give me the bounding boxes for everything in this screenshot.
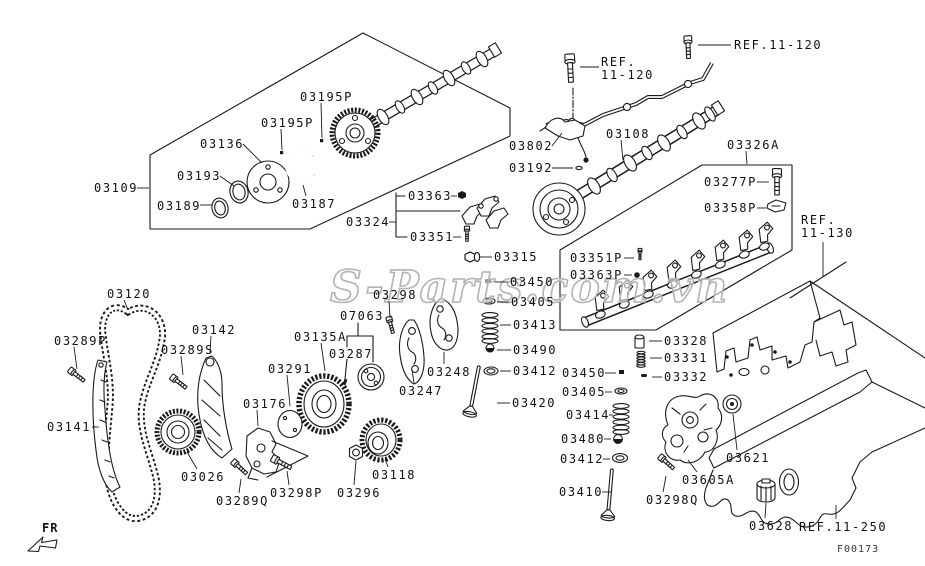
leader-line xyxy=(746,151,747,164)
leader-line xyxy=(321,103,322,138)
leader-line xyxy=(74,347,77,369)
rocker-shaft-assembly xyxy=(580,220,780,328)
valve-train-right xyxy=(600,370,630,522)
plate-03291 xyxy=(267,411,308,478)
oil-pump-03605A xyxy=(662,394,721,463)
leader-line xyxy=(303,185,306,196)
rocker-kit-03324 xyxy=(396,191,508,262)
leader-line xyxy=(765,503,766,518)
valve-train-left xyxy=(399,252,499,419)
pulley-03287 xyxy=(342,364,384,390)
camshaft-front xyxy=(533,101,725,235)
chain-guide-03142 xyxy=(198,356,232,458)
leader-line xyxy=(412,370,414,383)
leader-line xyxy=(210,336,211,353)
oil-pipe-assembly xyxy=(540,35,712,170)
watermark-text: S-Parts.com.vn xyxy=(330,262,729,313)
leader-line xyxy=(287,471,289,485)
fr-arrow-icon xyxy=(28,537,57,552)
leader-line xyxy=(663,476,666,492)
leader-line xyxy=(181,356,183,375)
lash-adjuster-parts xyxy=(635,335,647,377)
engine-block-outline xyxy=(704,262,925,527)
leader-line xyxy=(389,301,390,318)
leader-line xyxy=(552,133,562,146)
cap-03628 xyxy=(757,479,775,502)
gear-03118 xyxy=(362,420,400,460)
gear-03135A xyxy=(299,376,349,432)
leader-line xyxy=(220,176,234,186)
fr-label: FR xyxy=(42,521,59,535)
camshaft-rear-box xyxy=(150,33,510,229)
leader-line xyxy=(243,144,262,163)
diagram-code: F00173 xyxy=(837,544,880,555)
bracket-07063 xyxy=(345,323,373,379)
camshaft-thrust-parts xyxy=(210,139,324,220)
timing-chain xyxy=(103,308,163,519)
tensioner-03176 xyxy=(246,428,280,480)
leader-line xyxy=(281,129,282,150)
leader-line xyxy=(733,414,737,450)
leader-line xyxy=(621,140,623,160)
leader-line xyxy=(287,375,290,406)
leader-line xyxy=(321,343,325,371)
leader-line xyxy=(187,452,197,469)
rocker-shaft-box xyxy=(560,165,792,330)
leader-line xyxy=(385,459,388,467)
leader-line xyxy=(354,461,356,485)
sprocket-03026 xyxy=(157,411,199,453)
chain-guide-03141 xyxy=(93,360,120,492)
leader-line xyxy=(688,460,697,472)
leader-line xyxy=(124,300,128,310)
leader-lines xyxy=(74,45,836,519)
leader-line xyxy=(239,479,241,493)
seal-03621 xyxy=(723,395,741,413)
rocker-box-parts xyxy=(634,167,786,278)
nut-03296 xyxy=(350,445,363,460)
leader-line xyxy=(257,410,258,426)
camshaft-rear xyxy=(332,43,502,156)
